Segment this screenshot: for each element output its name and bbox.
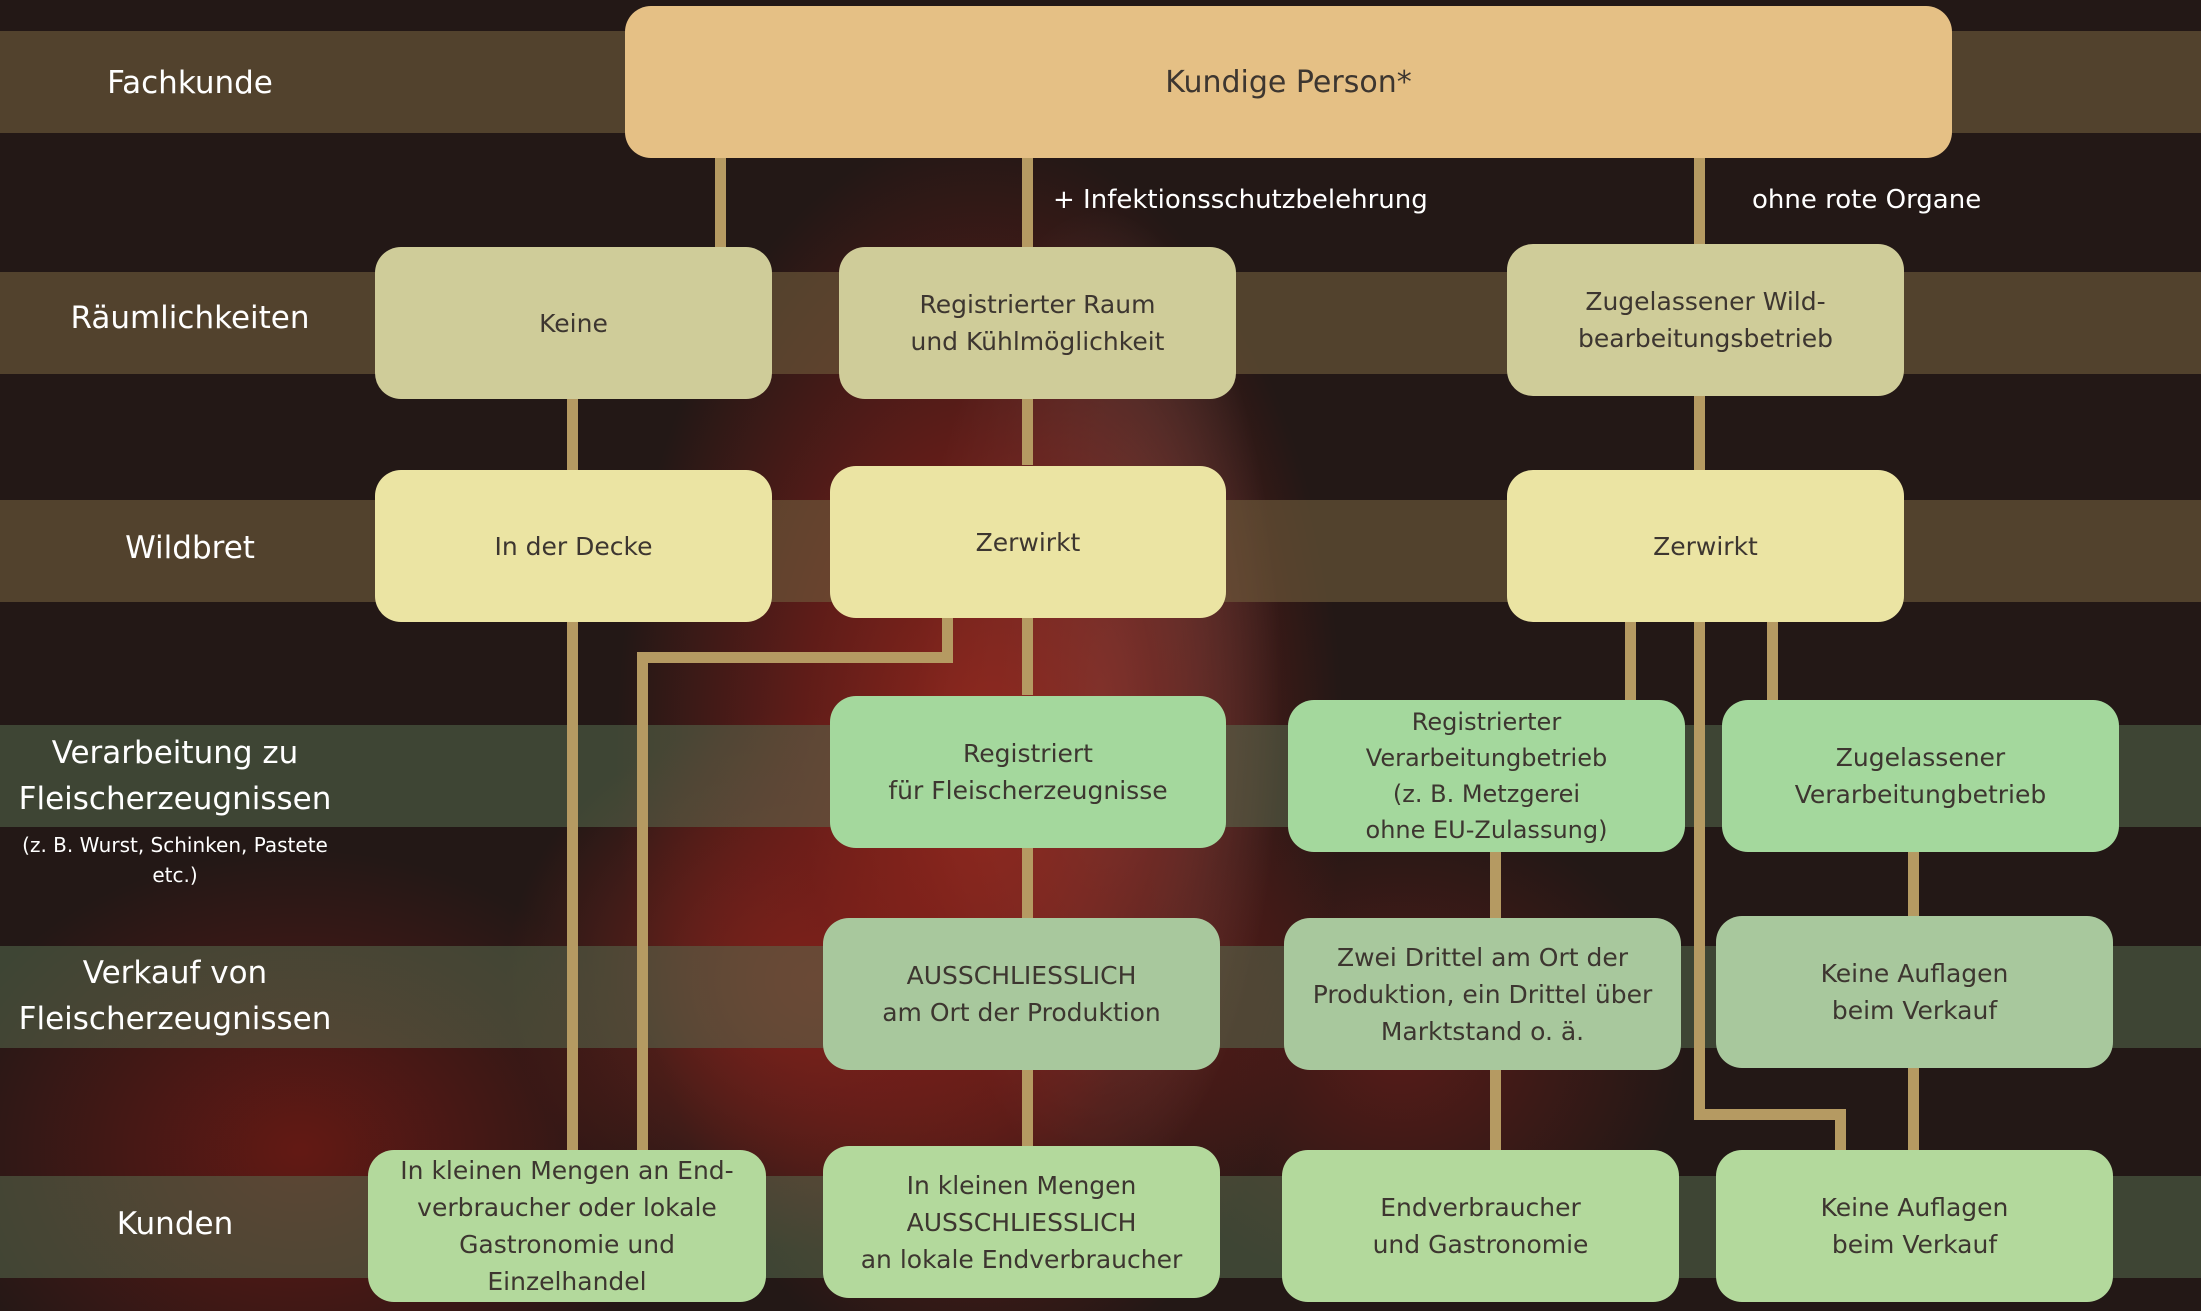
connector-line (1694, 155, 1705, 245)
box-cust-endverbraucher: Endverbraucher und Gastronomie (1282, 1150, 1679, 1302)
box-sale-keine-auflagen: Keine Auflagen beim Verkauf (1716, 916, 2113, 1068)
connector-line (637, 652, 648, 1155)
box-raum-keine: Keine (375, 247, 772, 399)
connector-line (567, 620, 578, 1155)
connector-line (1625, 620, 1636, 700)
connector-line (1835, 1109, 1846, 1154)
connector-line (1022, 615, 1033, 695)
box-sale-ausschliesslich: AUSSCHLIESSLICH am Ort der Produktion (823, 918, 1220, 1070)
row-label-wildbret: Wildbret (125, 530, 255, 566)
row-label-kunden: Kunden (116, 1206, 234, 1242)
connector-line (1490, 1068, 1501, 1153)
box-proc-registriert: Registriert für Fleischerzeugnisse (830, 696, 1226, 848)
connector-line (1022, 1068, 1033, 1148)
connector-line (715, 155, 726, 250)
box-raum-registriert: Registrierter Raum und Kühlmöglichkeit (839, 247, 1236, 399)
row-label-verarbeitung-sub: (z. B. Wurst, Schinken, Pastete etc.) (22, 833, 328, 887)
connector-line (1767, 620, 1778, 700)
connector-line (1022, 395, 1033, 465)
box-wild-in-der-decke: In der Decke (375, 470, 772, 622)
row-label-raeumlichkeiten: Räumlichkeiten (70, 300, 310, 336)
connector-line (637, 652, 953, 663)
connector-line (1908, 1066, 1919, 1153)
box-cust-lokal: In kleinen Mengen AUSSCHLIESSLICH an lok… (823, 1146, 1220, 1298)
box-cust-kleine-mengen: In kleinen Mengen an End- verbraucher od… (368, 1150, 766, 1302)
connector-line (1908, 850, 1919, 925)
row-label-fachkunde: Fachkunde (107, 65, 273, 101)
connector-line (1022, 155, 1033, 250)
connector-line (1694, 392, 1705, 470)
box-proc-registrierter-betrieb: Registrierter Verarbeitungbetrieb (z. B.… (1288, 700, 1685, 852)
box-cust-keine-auflagen: Keine Auflagen beim Verkauf (1716, 1150, 2113, 1302)
box-raum-zugelassen: Zugelassener Wild- bearbeitungsbetrieb (1507, 244, 1904, 396)
connector-line (1490, 850, 1501, 925)
connector-line (1694, 1109, 1846, 1120)
box-kundige-person: Kundige Person* (625, 6, 1952, 158)
connector-line (942, 615, 953, 663)
box-wild-zerwirkt-2: Zerwirkt (1507, 470, 1904, 622)
note-ohne-rote-organe: ohne rote Organe (1752, 185, 1982, 215)
box-wild-zerwirkt: Zerwirkt (830, 466, 1226, 618)
connector-line (1694, 620, 1705, 1120)
row-label-verkauf: Verkauf von Fleischerzeugnissen (18, 955, 332, 1037)
row-label-verarbeitung: Verarbeitung zu Fleischerzeugnissen (18, 735, 332, 817)
box-proc-zugelassen: Zugelassener Verarbeitungbetrieb (1722, 700, 2119, 852)
connector-line (1022, 845, 1033, 925)
note-infektionsschutz: + Infektionsschutzbelehrung (1053, 185, 1428, 215)
box-sale-zwei-drittel: Zwei Drittel am Ort der Produktion, ein … (1284, 918, 1681, 1070)
connector-line (567, 395, 578, 470)
